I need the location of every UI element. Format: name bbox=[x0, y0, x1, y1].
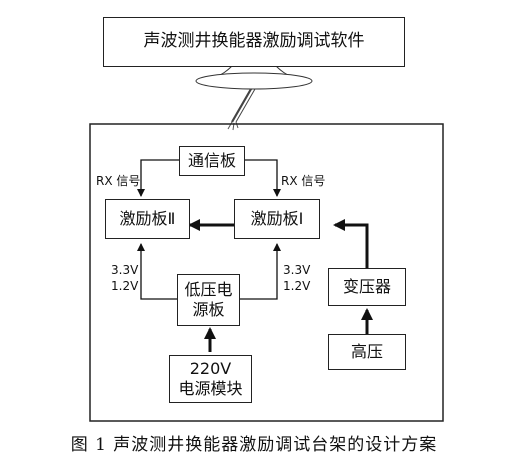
connector-lv-right bbox=[240, 243, 281, 300]
enclosure bbox=[89, 123, 444, 422]
excite-board-1-node: 激励板Ⅰ bbox=[234, 199, 320, 239]
comm-board-node: 通信板 bbox=[179, 146, 245, 176]
connector-rx-right bbox=[245, 159, 281, 197]
connector-lv-left bbox=[137, 243, 177, 300]
software-window: 声波测井换能器激励调试软件 bbox=[103, 17, 405, 67]
connector-transformer bbox=[333, 219, 369, 268]
high-voltage-node: 高压 bbox=[328, 334, 406, 370]
voltage-label-left: 3.3V 1.2V bbox=[111, 263, 139, 294]
rx-signal-label-right: RX 信号 bbox=[281, 174, 326, 188]
transformer-node: 变压器 bbox=[328, 268, 406, 306]
cable-icon bbox=[231, 88, 252, 123]
power-module-node: 220V 电源模块 bbox=[169, 355, 252, 403]
figure-caption: 图 1 声波测井换能器激励调试台架的设计方案 bbox=[70, 435, 438, 455]
voltage-label-right: 3.3V 1.2V bbox=[283, 263, 311, 294]
excite-board-2-node: 激励板Ⅱ bbox=[105, 199, 190, 239]
monitor-base bbox=[195, 72, 313, 90]
low-voltage-board-node: 低压电 源板 bbox=[177, 274, 240, 326]
rx-signal-label-left: RX 信号 bbox=[96, 174, 141, 188]
connector-rx-left bbox=[137, 159, 179, 197]
software-title: 声波测井换能器激励调试软件 bbox=[143, 31, 365, 52]
